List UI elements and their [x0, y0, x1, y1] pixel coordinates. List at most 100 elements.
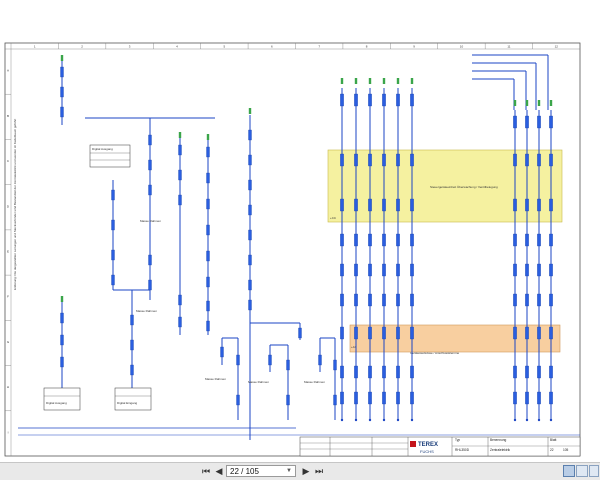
connector-marker [368, 391, 372, 405]
connector-marker [368, 326, 372, 340]
connector-marker [549, 326, 553, 340]
connector-marker [410, 391, 414, 405]
connector-marker [525, 391, 529, 405]
row-letter: F [7, 295, 9, 299]
connector-marker [178, 194, 182, 206]
connector-marker [340, 391, 344, 405]
connector-marker [111, 189, 115, 201]
terminal-marker [382, 78, 386, 84]
connector-marker [60, 106, 64, 118]
wire-column [410, 78, 414, 422]
connector-marker [248, 154, 252, 166]
connector-marker [206, 320, 210, 332]
connector-marker [382, 233, 386, 247]
connector-marker [248, 254, 252, 266]
connector-marker [354, 153, 358, 167]
connector-marker [396, 233, 400, 247]
connector-marker [340, 293, 344, 307]
terminal-marker [354, 78, 358, 84]
connector-marker [178, 144, 182, 156]
connector-marker [206, 250, 210, 262]
digital-output-box [89, 144, 131, 168]
connector-marker [60, 312, 64, 324]
terminal-marker [340, 78, 344, 84]
terminal-marker [525, 100, 529, 106]
column-number: 2 [81, 45, 83, 49]
connector-marker [382, 93, 386, 107]
connector-marker [525, 263, 529, 277]
connector-marker [111, 219, 115, 231]
connector-marker [368, 365, 372, 379]
connector-marker [206, 224, 210, 236]
connector-marker [525, 293, 529, 307]
connector-marker [513, 263, 517, 277]
connector-marker [549, 198, 553, 212]
terminal-marker [248, 108, 252, 114]
connector-marker [248, 279, 252, 291]
connector-marker [537, 326, 541, 340]
single-page-icon[interactable] [563, 465, 575, 477]
connector-marker [549, 115, 553, 129]
page-navigation-bar: ⏮ ◀ 22 / 105▼ ▶ ⏭ [0, 462, 600, 480]
tb-header-type: Typ [455, 438, 460, 442]
tb-desc-value: Zentralelektrik [490, 448, 510, 452]
tb-header-desc: Benennung [490, 438, 507, 442]
connector-marker [206, 198, 210, 210]
connector-marker [525, 233, 529, 247]
connector-marker [318, 354, 322, 366]
connector-marker [368, 263, 372, 277]
connector-marker [354, 365, 358, 379]
connector-marker [396, 153, 400, 167]
tb-type-value: RHL350D [455, 448, 470, 452]
connector-marker [340, 365, 344, 379]
column-number: 10 [460, 45, 464, 49]
connector-marker [537, 198, 541, 212]
connector-marker [396, 326, 400, 340]
page-number-field[interactable]: 22 / 105▼ [226, 465, 296, 477]
connector-marker [396, 365, 400, 379]
connector-marker [130, 339, 134, 351]
first-page-icon[interactable]: ⏮ [201, 465, 211, 476]
continuous-icon[interactable] [589, 465, 599, 477]
row-letter: D [7, 204, 10, 208]
connector-marker [206, 146, 210, 158]
column-number: 7 [318, 45, 320, 49]
terminal-marker [206, 134, 210, 140]
chevron-down-icon[interactable]: ▼ [286, 468, 292, 474]
connector-marker [549, 293, 553, 307]
connector-marker [525, 365, 529, 379]
connector-marker [178, 316, 182, 328]
connector-marker [368, 153, 372, 167]
last-page-icon[interactable]: ⏭ [314, 465, 324, 476]
terminal-marker [396, 78, 400, 84]
connector-marker [333, 394, 337, 406]
column-number: 3 [129, 45, 131, 49]
connector-marker [248, 179, 252, 191]
connector-marker [382, 153, 386, 167]
connector-marker [525, 198, 529, 212]
wire-column [354, 78, 358, 422]
connector-marker [549, 233, 553, 247]
connector-marker [178, 294, 182, 306]
connector-marker [382, 198, 386, 212]
previous-page-icon[interactable]: ◀ [215, 465, 223, 476]
connector-marker [220, 346, 224, 358]
tb-sheet-value: 22 [550, 448, 554, 452]
connector-marker [537, 233, 541, 247]
connector-marker [248, 204, 252, 216]
two-page-icon[interactable] [576, 465, 588, 477]
wire-column [525, 100, 529, 422]
connector-marker [286, 359, 290, 371]
connector-marker [340, 153, 344, 167]
connector-marker [298, 327, 302, 339]
connector-marker [537, 153, 541, 167]
bottom-box-2 [114, 387, 152, 411]
next-page-icon[interactable]: ▶ [302, 465, 310, 476]
bottom-box-1-label: Digital Ausgang [46, 401, 67, 405]
connector-marker [410, 263, 414, 277]
connector-marker [148, 184, 152, 196]
connector-marker [340, 326, 344, 340]
connector-marker [111, 274, 115, 286]
terminal-marker [513, 100, 517, 106]
